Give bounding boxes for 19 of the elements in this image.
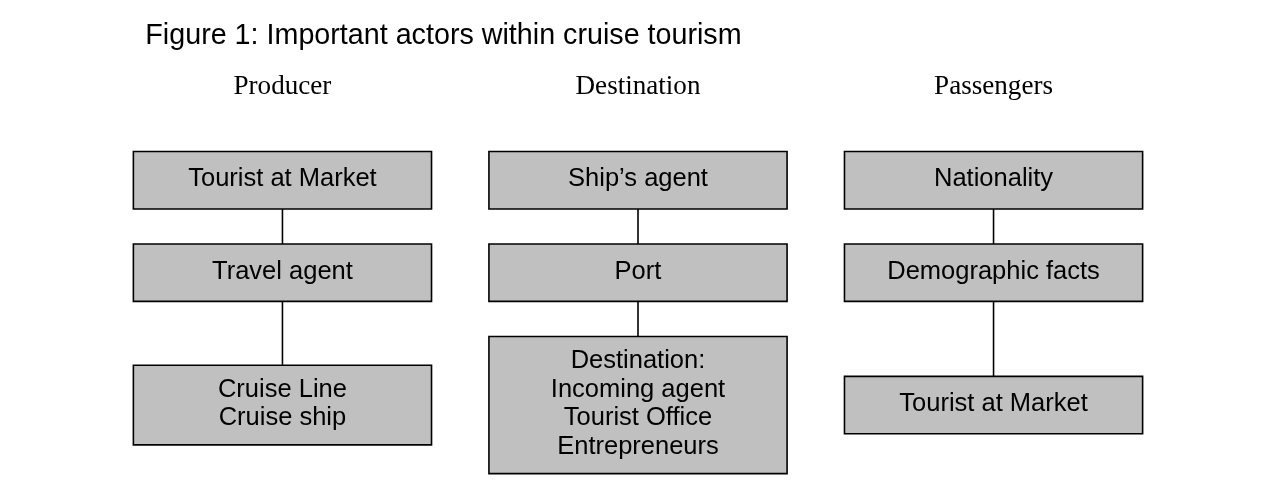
label: Producer bbox=[233, 70, 332, 101]
node-box: Port bbox=[488, 243, 788, 303]
node-box: Destination: Incoming agent Tourist Office Entrepreneurs bbox=[488, 335, 788, 475]
connector bbox=[281, 300, 284, 366]
node-box: Nationality bbox=[843, 150, 1144, 210]
label: Destination bbox=[575, 70, 701, 101]
connector bbox=[637, 300, 639, 338]
connector bbox=[992, 208, 995, 245]
node-box: Travel agent bbox=[132, 243, 433, 303]
connector bbox=[281, 208, 284, 245]
node-box: Ship’s agent bbox=[488, 150, 788, 210]
label: Passengers bbox=[934, 70, 1053, 101]
node-box: Tourist at Market bbox=[132, 150, 433, 210]
connector bbox=[637, 208, 639, 245]
connector bbox=[992, 300, 995, 377]
node-box: Cruise Line Cruise ship bbox=[132, 364, 433, 446]
diagram-title: Figure 1: Important actors within cruise tourism bbox=[145, 17, 742, 50]
node-box: Tourist at Market bbox=[843, 375, 1144, 435]
node-box: Demographic facts bbox=[843, 243, 1144, 303]
